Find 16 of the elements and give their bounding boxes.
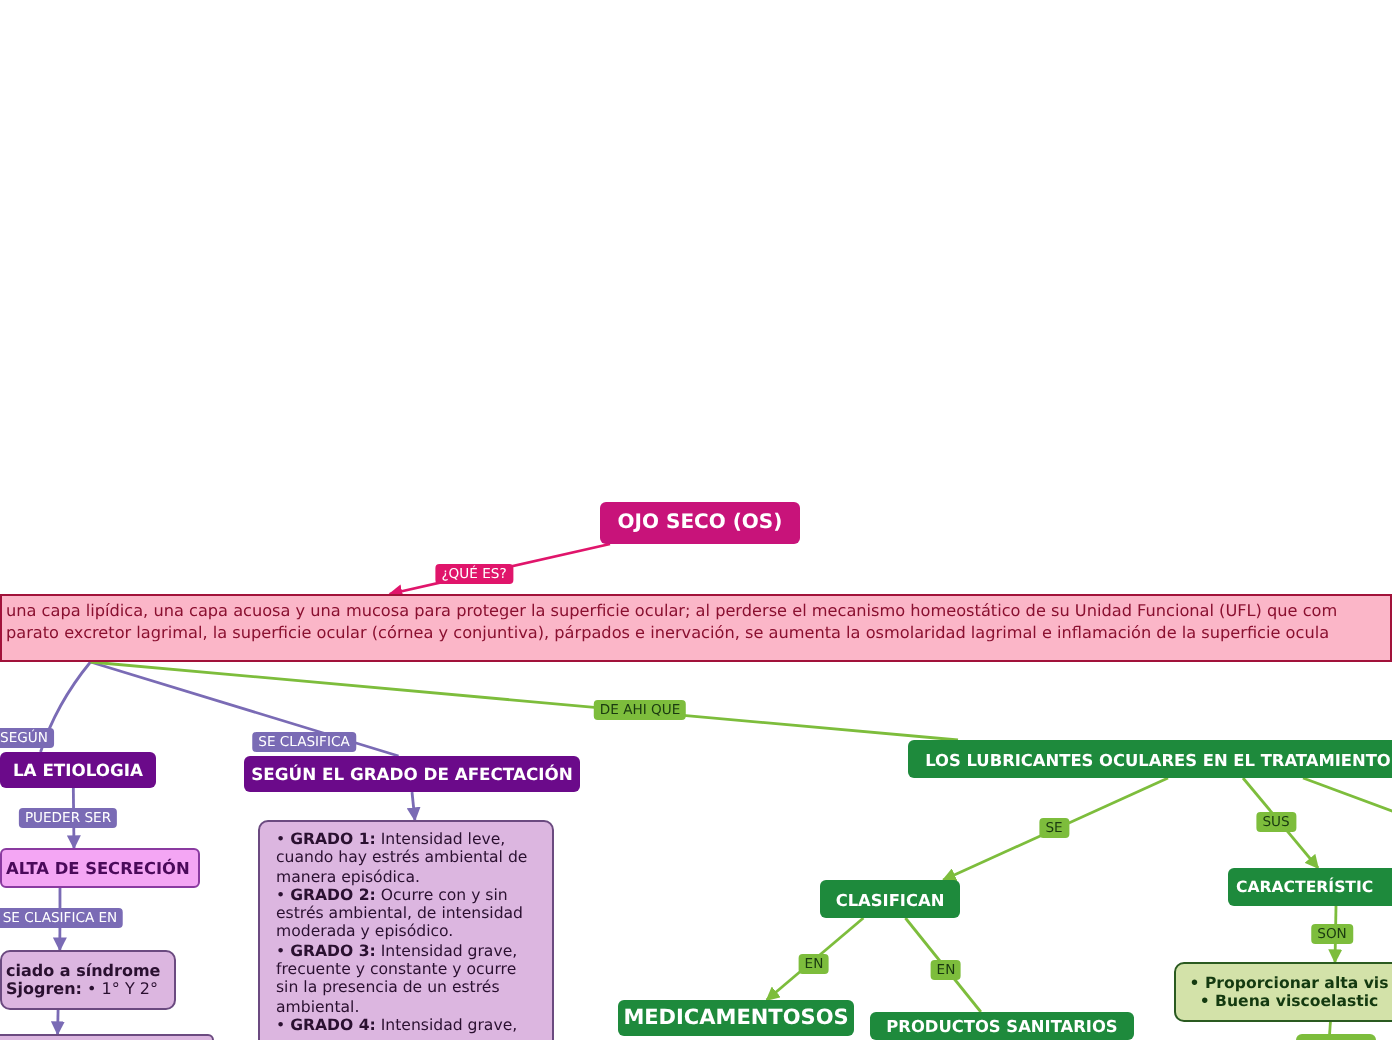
- topic-box: ALTA DE SECRECIÓN: [0, 848, 200, 888]
- topic-box: MEDICAMENTOSOS: [618, 1000, 854, 1036]
- topic-box: PRODUCTOS SANITARIOS: [870, 1012, 1134, 1040]
- topic-box: SEGÚN EL GRADO DE AFECTACIÓN: [244, 756, 580, 792]
- connector-arrow: [406, 791, 421, 822]
- connector-arrow: [50, 1009, 65, 1036]
- connector-arrow: [1328, 905, 1343, 964]
- note-box: ciado a síndrome Sjogren: • 1° Y 2°: [0, 950, 176, 1010]
- topic-box: LA ETIOLOGIA: [0, 752, 156, 788]
- topic-box: OJO SECO (OS): [600, 502, 800, 544]
- definition-box: una capa lipídica, una capa acuosa y una mucosa para proteger la superficie ocular; al perderse el mecanismo homeostático de su Unidad Funcional (UFL) que com parato excretor lagrimal, la superficie ocular (córnea y conjuntiva), párpados e inervación, se aumenta la osmolaridad lagrimal e inflamación de la superficie ocula: [0, 594, 1392, 662]
- topic-box: CLASIFICAN: [820, 880, 960, 918]
- connector-arrow: [765, 916, 865, 1002]
- connector-arrow: [1241, 777, 1320, 870]
- connector-arrow: [941, 776, 1169, 882]
- topic-box: LOS LUBRICANTES OCULARES EN EL TRATAMIENTO: [908, 740, 1392, 778]
